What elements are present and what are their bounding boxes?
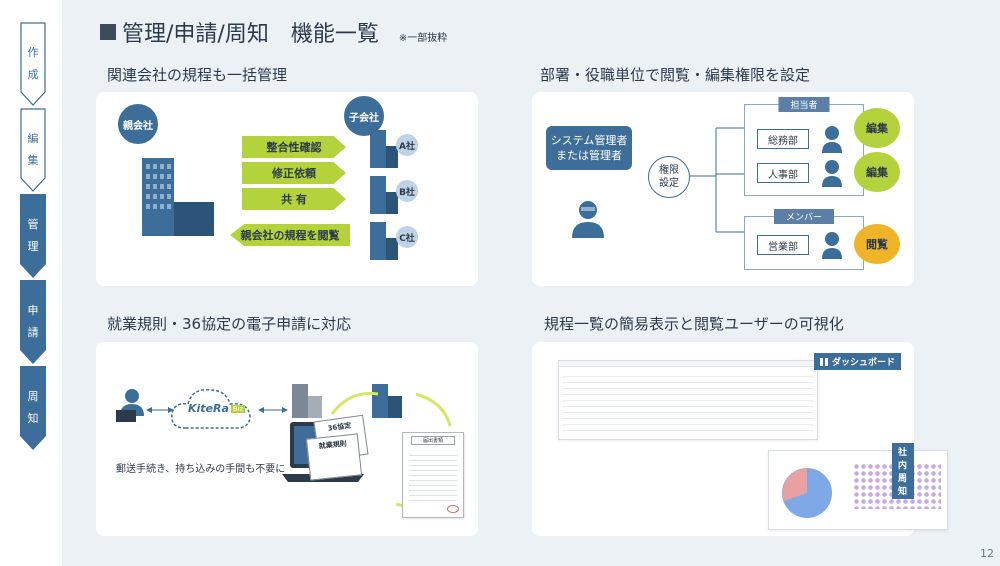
system-admin-box: システム管理者 または管理者 — [546, 126, 632, 170]
step-manage[interactable]: 管理 — [20, 194, 46, 278]
step-create-label: 作成 — [27, 46, 39, 81]
company-a-badge: A社 — [396, 134, 418, 156]
work-rules-doc-title: 就業規則 — [318, 439, 348, 451]
step-notify-arrow — [20, 366, 46, 450]
section4-title: 規程一覧の簡易表示と閲覧ユーザーの可視化 — [544, 315, 844, 333]
dashboard-tag: ダッシュボード — [814, 353, 902, 370]
step-apply-arrow — [20, 280, 46, 364]
step-edit[interactable]: 編集 — [20, 108, 46, 192]
person-female-icon — [822, 160, 842, 187]
user-at-laptop-icon — [116, 389, 144, 422]
section2-title: 部署・役職単位で閲覧・編集権限を設定 — [540, 66, 811, 84]
kitera-logo-text: KiteRa — [188, 402, 229, 415]
view-parent-rules-arrow: 親会社の規程を閲覧 — [230, 224, 350, 246]
assignee-group-label: 担当者 — [778, 97, 830, 112]
step-apply[interactable]: 申請 — [20, 280, 46, 364]
cloud-icon — [171, 389, 251, 429]
section2-card: システム管理者 または管理者 権限 設定 担当者 総務部 人事部 — [532, 92, 914, 286]
process-sidebar: 作成 編集 管理 申請 周知 — [0, 0, 62, 566]
dashboard-topbar — [559, 361, 817, 367]
main-content: 管理/申請/周知 機能一覧 ※一部抜粋 関連会社の規程も一括管理 親会社 整合性… — [62, 0, 1000, 566]
revision-request-arrow: 修正依頼 — [242, 162, 346, 184]
office-building-icon — [292, 384, 322, 418]
dashboard-tag-label: ダッシュボード — [832, 358, 896, 368]
section1-card: 親会社 整合性確認 修正依頼 共 有 親会社の規程を閲覧 子会社 A社 B社 C… — [96, 92, 478, 286]
system-admin-line2: または管理者 — [556, 149, 622, 162]
dept-hr: 人事部 — [757, 163, 809, 183]
child-building-a-icon — [370, 130, 398, 168]
share-arrow: 共 有 — [242, 188, 346, 210]
notice-screenshot — [768, 450, 948, 530]
consistency-check-arrow: 整合性確認 — [242, 136, 346, 158]
submission-doc: 届出書類 — [402, 432, 464, 518]
parent-company-badge: 親会社 — [118, 104, 158, 144]
notice-tag: 社内周知 — [892, 443, 914, 499]
view-bubble: 閲覧 — [854, 224, 900, 264]
step-manage-arrow — [20, 194, 46, 278]
dashboard-screenshot — [558, 360, 818, 440]
kitera-biz-badge: Biz — [230, 404, 246, 413]
permission-line2: 設定 — [659, 178, 679, 189]
step-edit-arrow — [20, 108, 46, 192]
title-square-icon — [100, 24, 116, 40]
step-edit-label: 編集 — [27, 132, 39, 167]
pie-chart-icon — [782, 468, 832, 518]
company-b-badge: B社 — [396, 180, 418, 202]
step-create-arrow — [20, 22, 46, 106]
child-company-badge: 子会社 — [344, 96, 384, 136]
section3-card: KiteRa Biz 36協定 就業規則 届出書類 — [96, 342, 478, 536]
section4-card: ダッシュボード 社内周知 — [532, 342, 948, 536]
permission-line1: 権限 — [659, 165, 679, 176]
step-notify[interactable]: 周知 — [20, 366, 46, 450]
edit-bubble-2: 編集 — [854, 152, 900, 192]
step-apply-label: 申請 — [27, 304, 39, 339]
page-number: 12 — [980, 547, 994, 560]
dept-general-affairs: 総務部 — [757, 129, 809, 149]
child-building-c-icon — [370, 222, 398, 260]
assignee-group: 担当者 総務部 人事部 — [744, 97, 864, 196]
child-building-b-icon — [370, 176, 398, 214]
section3-title: 就業規則・36協定の電子申請に対応 — [107, 315, 352, 333]
section1-title: 関連会社の規程も一括管理 — [107, 66, 288, 84]
step-create[interactable]: 作成 — [20, 22, 46, 106]
person-male-icon — [822, 126, 842, 153]
admin-person-icon — [572, 201, 604, 238]
dashboard-grid-icon — [820, 357, 828, 366]
page-title-text: 管理/申請/周知 機能一覧 — [122, 22, 379, 47]
member-group: メンバー 営業部 — [744, 209, 864, 270]
member-group-label: メンバー — [773, 209, 835, 224]
step-notify-label: 周知 — [27, 390, 39, 425]
permission-setting-circle: 権限 設定 — [648, 156, 690, 198]
submission-doc-title: 届出書類 — [411, 436, 455, 445]
person-member-icon — [822, 232, 842, 259]
submission-doc-stamp-icon — [447, 505, 459, 513]
dept-sales: 営業部 — [757, 235, 809, 255]
dashboard-rows — [563, 371, 813, 431]
section3-caption: 郵送手続き、持ち込みの手間も不要に — [116, 464, 286, 475]
exchange-arrows — [146, 407, 288, 413]
company-c-badge: C社 — [396, 226, 418, 248]
kitera-logo: KiteRa Biz — [188, 402, 246, 415]
submission-doc-lines — [409, 451, 457, 501]
system-admin-line1: システム管理者 — [550, 134, 628, 147]
notice-tag-label: 社内周知 — [898, 448, 908, 497]
parent-building-icon — [142, 158, 214, 236]
page-title: 管理/申請/周知 機能一覧 ※一部抜粋 — [100, 16, 447, 48]
title-note: ※一部抜粋 — [398, 33, 448, 44]
work-rules-doc: 就業規則 — [305, 433, 363, 481]
edit-bubble-1: 編集 — [854, 108, 900, 148]
step-manage-label: 管理 — [27, 218, 39, 253]
